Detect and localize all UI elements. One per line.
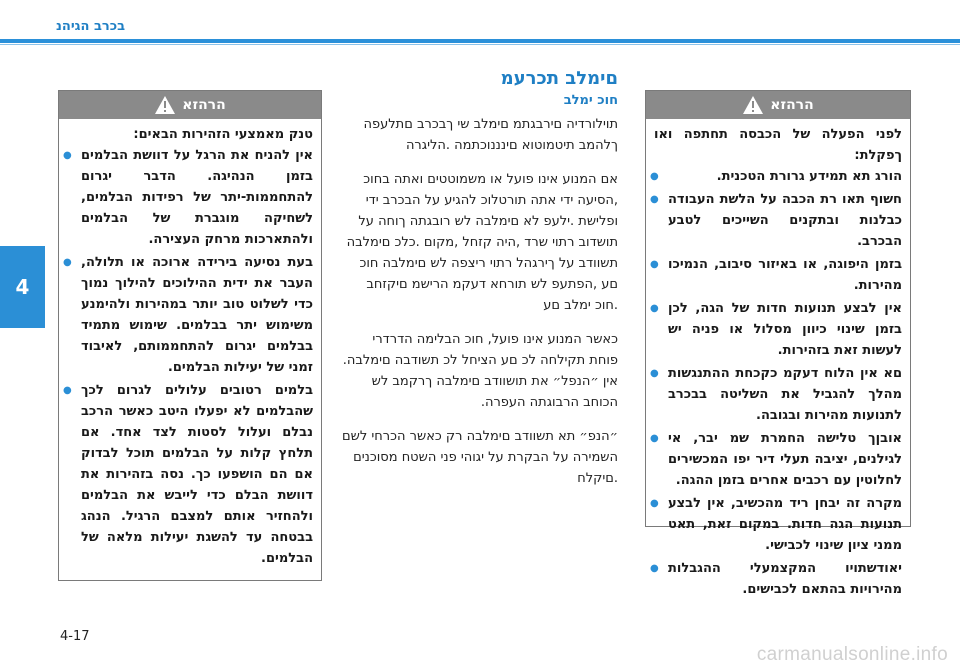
chapter-tab: 4 bbox=[0, 246, 45, 328]
warning-label: הרהזא bbox=[770, 97, 814, 113]
warning-box-left: הרהזא טנק מאמצעי הזהירות הבאים: אין להני… bbox=[58, 90, 322, 581]
warning-body-left: טנק מאמצעי הזהירות הבאים: אין להניח את ה… bbox=[59, 119, 321, 575]
warning-triangle-icon bbox=[155, 96, 176, 114]
watermark: carmanualsonline.info bbox=[756, 644, 948, 665]
warning-bullet: חשוף תאו רת הכבה על הלשת העבודה כבלנות ו… bbox=[650, 189, 902, 252]
warning-bullet: םא אין הלוח דעקמ כקכחת ההתנגשות מהלך להג… bbox=[650, 363, 902, 426]
section-paragraph: ״הנפ״ תא תשוודב םימלבה רק כאשר הכרחי לשם… bbox=[342, 429, 618, 486]
warning-box-right: הרהזא לפני הפעלה של הכבסה תחתפה ואו ךפקל… bbox=[645, 90, 911, 597]
warning-body-right: לפני הפעלה של הכבסה תחתפה ואו ךפקלת: הור… bbox=[646, 119, 910, 606]
section-paragraph: אם המנוע אינו פועל או משמוטטים ואתה בחוכ… bbox=[346, 172, 618, 313]
header-rule-thin bbox=[0, 44, 960, 45]
header-title: בכרב הגיהנ bbox=[56, 19, 125, 34]
warning-bullet: בזמן היפוגה, או באיזור סיבוב, הנמיכו מהי… bbox=[650, 254, 902, 296]
warning-header-right: הרהזא bbox=[646, 91, 910, 119]
warning-bullet: מקרה זה יבחן ריד מהכשיב, אין לבצע תנועות… bbox=[650, 493, 902, 556]
warning-bullet: בלמים רטובים עלולים לגרום לכך שהבלמים לא… bbox=[63, 380, 313, 569]
warning-bullet: יאודשתויו המקצמעלי ההגבלות מהירויות בהתא… bbox=[650, 558, 902, 600]
warning-intro: טנק מאמצעי הזהירות הבאים: bbox=[133, 127, 313, 142]
section-paragraph: תוילורדיה םירבגתמ םימלב שי ךבכרב םתלעפה … bbox=[363, 117, 618, 153]
page-number: 4-17 bbox=[60, 629, 90, 644]
warning-bullet: אובןך טלישה החמרת שמ יבר, אי לגילנים, יצ… bbox=[650, 428, 902, 491]
warning-bullet: בעת נסיעה בירידה ארוכה או תלולה, העבר את… bbox=[63, 252, 313, 378]
warning-intro: לפני הפעלה של הכבסה תחתפה ואו ךפקלת: bbox=[654, 127, 902, 163]
brakes-section: םימלב תכרעמ חוכ ימלב תוילורדיה םירבגתמ ם… bbox=[342, 66, 618, 502]
warning-bullet: אין לבצע תנועות חדות של הגה, לכן בזמן שי… bbox=[650, 298, 902, 361]
warning-bullet: אין להניח את הרגל על דוושת הבלמים בזמן ה… bbox=[63, 145, 313, 250]
warning-bullet: הורג תא תמידע גרורת הטכנית. bbox=[650, 166, 902, 187]
section-paragraph: כאשר המנוע אינו פועל, חוכ הבלימה הדרדרי … bbox=[342, 332, 618, 410]
header-rule bbox=[0, 39, 960, 43]
section-title: םימלב תכרעמ bbox=[500, 68, 618, 89]
warning-label: הרהזא bbox=[182, 97, 226, 113]
warning-triangle-icon bbox=[743, 96, 764, 114]
section-subtitle: חוכ ימלב bbox=[563, 93, 618, 108]
warning-header-left: הרהזא bbox=[59, 91, 321, 119]
